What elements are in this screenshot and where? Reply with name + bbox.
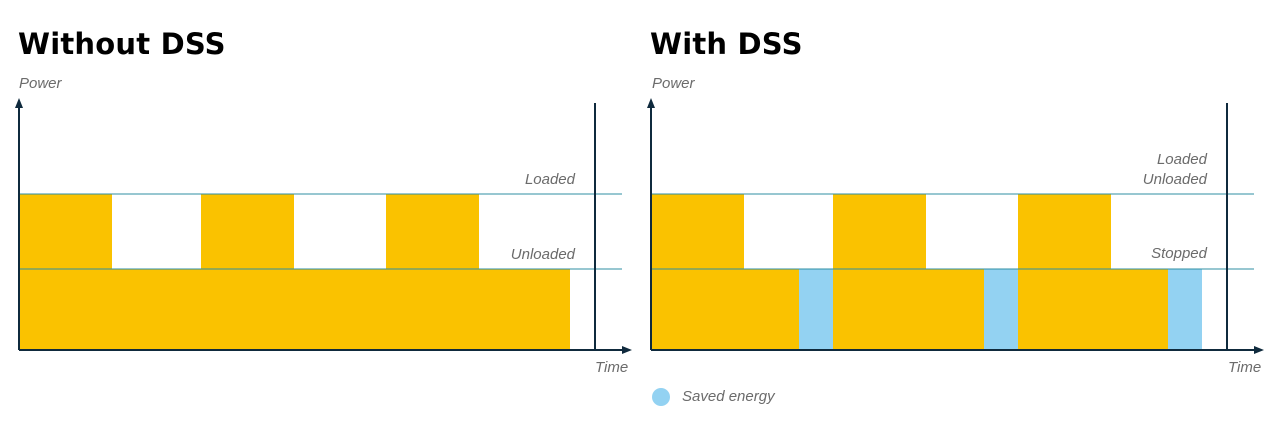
without-dss-panel (15, 98, 632, 354)
load-block-loaded-2 (833, 194, 926, 269)
left-loaded-label: Loaded (524, 171, 575, 188)
with-dss-panel (647, 98, 1264, 354)
without-dss-title: Without DSS (18, 27, 226, 61)
left-unloaded-label: Unloaded (510, 246, 575, 263)
right-unloaded-label: Unloaded (1142, 171, 1207, 188)
right-loaded-label: Loaded (1156, 151, 1207, 168)
saved-energy-legend-swatch (652, 388, 670, 406)
right-y-axis-label: Power (652, 75, 695, 92)
x-axis-arrowhead (1254, 346, 1264, 354)
y-axis-arrowhead (647, 98, 655, 108)
load-block-loaded-3 (386, 194, 479, 269)
load-block-loaded-2 (201, 194, 294, 269)
saved-energy-block-2 (984, 269, 1018, 350)
load-block-unloaded-3 (1018, 269, 1168, 350)
left-x-axis-label: Time (595, 359, 629, 376)
load-block-unloaded-2 (833, 269, 984, 350)
saved-energy-block-3 (1168, 269, 1202, 350)
saved-energy-legend-label: Saved energy (682, 388, 775, 405)
right-x-axis-label: Time (1228, 359, 1262, 376)
load-block-unloaded-1 (651, 269, 799, 350)
load-block-loaded-3 (1018, 194, 1111, 269)
load-block-loaded-1 (19, 194, 112, 269)
load-block-unloaded-base (19, 269, 570, 350)
load-block-loaded-1 (651, 194, 744, 269)
right-stopped-label: Stopped (1151, 245, 1207, 262)
left-y-axis-label: Power (19, 75, 62, 92)
with-dss-title: With DSS (650, 27, 803, 61)
y-axis-arrowhead (15, 98, 23, 108)
saved-energy-block-1 (799, 269, 833, 350)
x-axis-arrowhead (622, 346, 632, 354)
